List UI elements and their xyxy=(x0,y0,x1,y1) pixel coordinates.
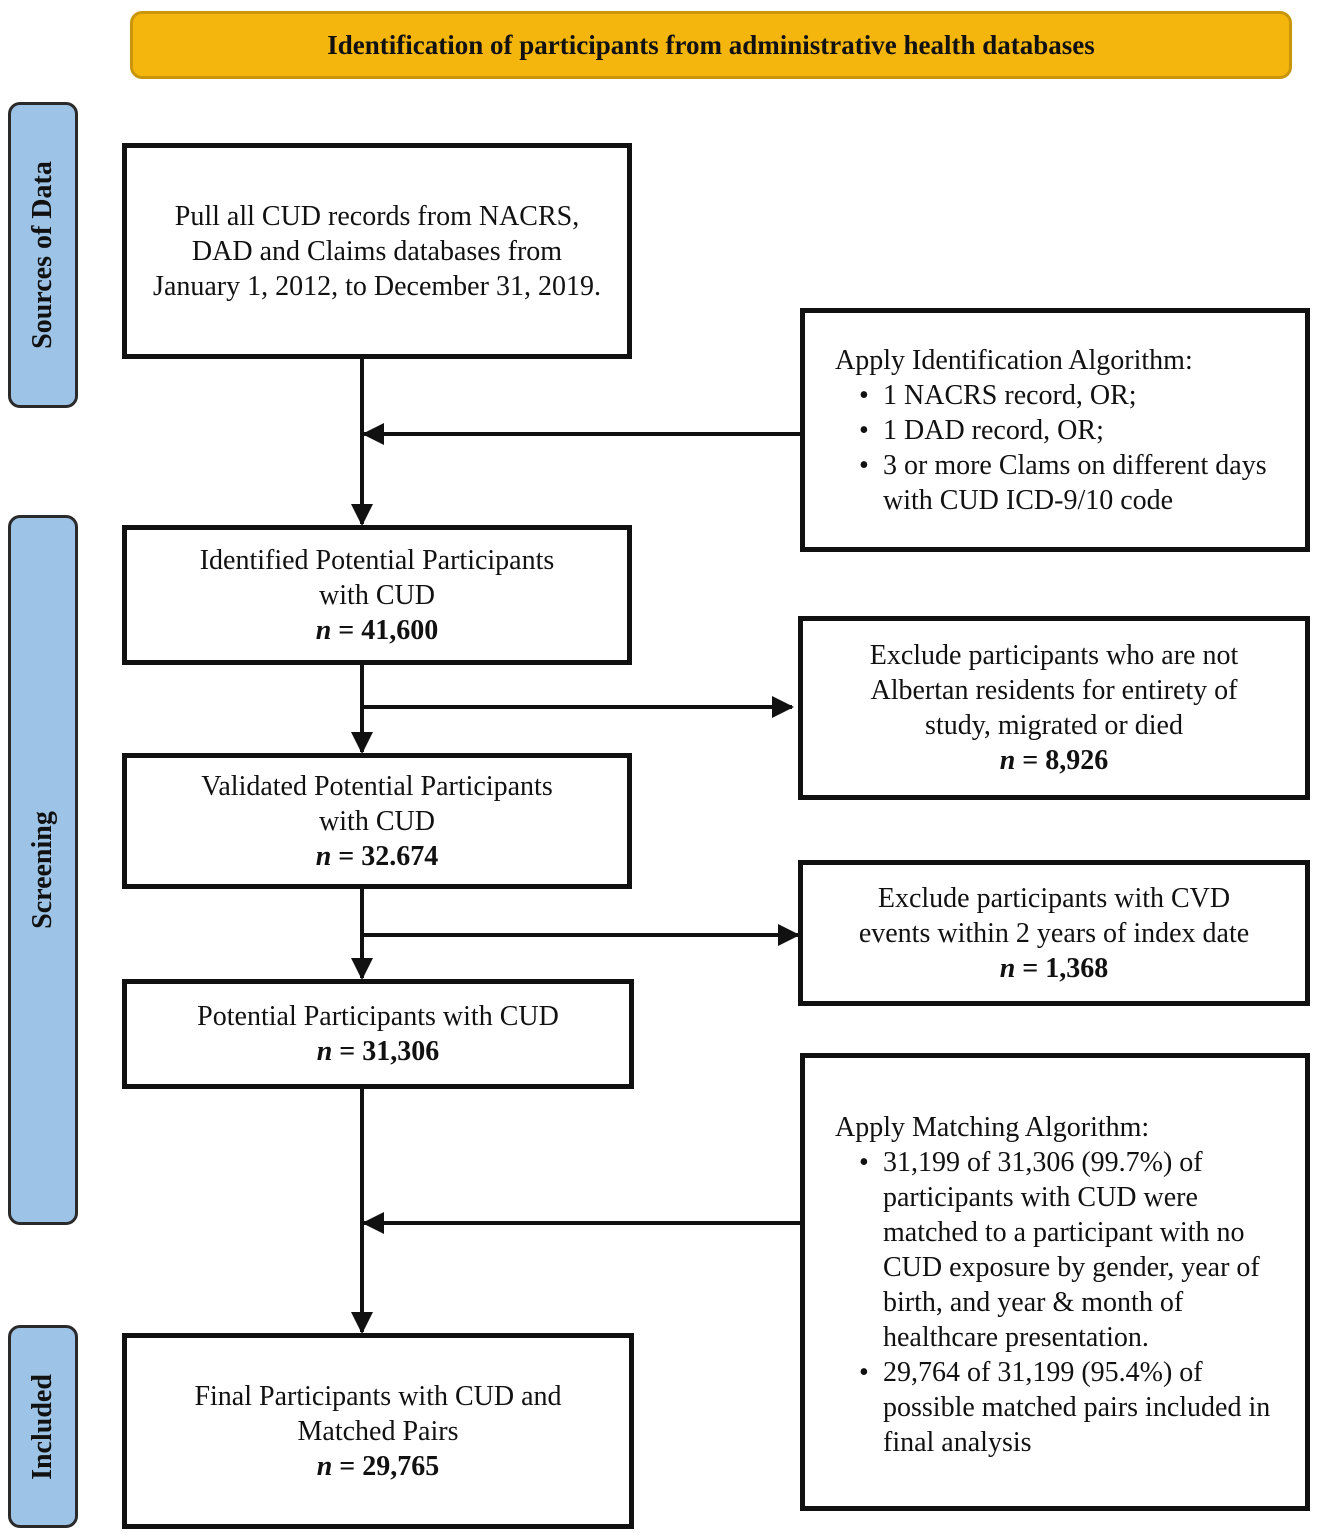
stage-screening: Screening xyxy=(8,515,78,1225)
box-identification-algorithm: Apply Identification Algorithm: 1 NACRS … xyxy=(800,308,1310,552)
box-line: with CUD xyxy=(319,805,435,837)
box-line: Exclude participants who are not xyxy=(869,640,1239,671)
box-potential-participants: Potential Participants with CUD n = 31,3… xyxy=(122,979,634,1089)
excluded-count: n = 8,926 xyxy=(999,745,1109,776)
box-pull-records: Pull all CUD records from NACRS, DAD and… xyxy=(122,143,632,359)
box-exclude-cvd: Exclude participants with CVD events wit… xyxy=(798,860,1310,1006)
participant-count: n = 31,306 xyxy=(316,1036,440,1067)
participant-count: n = 32.674 xyxy=(315,840,439,872)
algorithm-item: 1 DAD record, OR; xyxy=(835,413,1285,448)
stage-included: Included xyxy=(8,1325,78,1528)
stage-sources-of-data: Sources of Data xyxy=(8,102,78,408)
excluded-count: n = 1,368 xyxy=(999,952,1109,984)
participant-count: n = 29,765 xyxy=(316,1450,440,1482)
box-final-participants: Final Participants with CUD and Matched … xyxy=(122,1333,634,1529)
matching-item: 31,199 of 31,306 (99.7%) of participants… xyxy=(835,1145,1287,1355)
box-line: with CUD xyxy=(319,579,435,611)
box-line: Final Participants with CUD and xyxy=(194,1380,562,1412)
matching-heading: Apply Matching Algorithm: xyxy=(835,1112,1150,1143)
box-matching-algorithm: Apply Matching Algorithm: 31,199 of 31,3… xyxy=(800,1053,1310,1511)
box-line: Identified Potential Participants xyxy=(199,544,555,576)
algorithm-item: 1 NACRS record, OR; xyxy=(835,378,1285,413)
diagram-title: Identification of participants from admi… xyxy=(130,11,1292,79)
box-validated-participants: Validated Potential Participants with CU… xyxy=(122,753,632,889)
matching-item: 29,764 of 31,199 (95.4%) of possible mat… xyxy=(835,1355,1287,1460)
box-identified-participants: Identified Potential Participants with C… xyxy=(122,525,632,665)
box-text: Pull all CUD records from NACRS, DAD and… xyxy=(153,200,601,302)
box-line: events within 2 years of index date xyxy=(858,917,1250,949)
box-line: study, migrated or died xyxy=(925,710,1183,741)
box-line: Exclude participants with CVD xyxy=(877,882,1231,914)
box-line: Potential Participants with CUD xyxy=(197,1001,559,1032)
algorithm-heading: Apply Identification Algorithm: xyxy=(835,345,1193,376)
box-line: Validated Potential Participants xyxy=(201,770,553,802)
algorithm-item: 3 or more Clams on different days with C… xyxy=(835,448,1285,518)
box-exclude-residents: Exclude participants who are not Alberta… xyxy=(798,616,1310,800)
box-line: Matched Pairs xyxy=(297,1415,459,1447)
participant-count: n = 41,600 xyxy=(315,614,439,646)
box-line: Albertan residents for entirety of xyxy=(870,675,1238,706)
